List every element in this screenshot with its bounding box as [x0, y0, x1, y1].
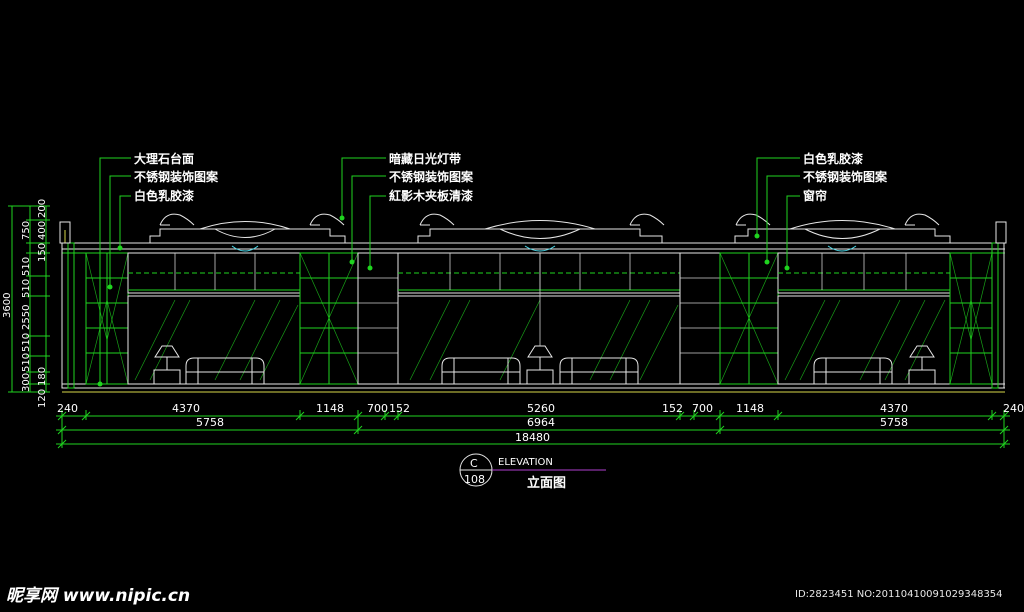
title-number: 108 [464, 473, 485, 486]
dim-5758-right: 5758 [880, 416, 908, 429]
dim-vert-510-b: 510 [21, 279, 32, 298]
right-end-column [991, 221, 1007, 389]
watermark-id: ID:2823451 NO:20110410091029348354 [795, 589, 1003, 600]
label-hidden-light-strip: 暗藏日光灯带 [389, 151, 461, 166]
dim-700-right: 700 [692, 402, 713, 415]
dim-5260: 5260 [527, 402, 555, 415]
left-pier [357, 252, 399, 385]
dim-152-right: 152 [662, 402, 683, 415]
dim-1148-right: 1148 [736, 402, 764, 415]
title-block: C 108 ELEVATION 立面图 [459, 453, 606, 491]
dim-vert-2550: 2550 [21, 305, 32, 330]
watermark: 昵享网 www.nipic.cn ID:2823451 NO:201104100… [6, 586, 1003, 606]
label-steel-pattern-center: 不锈钢装饰图案 [389, 169, 474, 184]
watermark-logo: 昵享网 www.nipic.cn [6, 586, 190, 606]
dim-vert-300: 300 [21, 373, 32, 392]
dim-vert-510-c: 510 [21, 333, 32, 352]
vertical-dimensions: 3600 200 400 750 150 510 510 2550 510 51… [2, 199, 50, 408]
label-redwood-veneer: 紅影木夹板清漆 [389, 188, 473, 203]
dim-4370-right: 4370 [880, 402, 908, 415]
dim-240-left: 240 [57, 402, 78, 415]
horizontal-dimensions: 240 4370 1148 700 152 5260 152 700 1148 … [56, 402, 1024, 449]
dim-vertical-3600: 3600 [2, 293, 13, 318]
dim-700-left: 700 [367, 402, 388, 415]
label-curtain: 窗帘 [803, 188, 827, 203]
dim-4370-left: 4370 [172, 402, 200, 415]
dim-vert-120: 120 [37, 389, 48, 408]
left-end-column [59, 221, 75, 389]
dim-152-left: 152 [389, 402, 410, 415]
dim-vert-750: 750 [21, 221, 32, 240]
dim-5758-left: 5758 [196, 416, 224, 429]
label-marble-countertop: 大理石台面 [134, 151, 194, 166]
dim-vert-200: 200 [37, 199, 48, 218]
label-steel-pattern-right: 不锈钢装饰图案 [803, 169, 888, 184]
label-white-latex-left: 白色乳胶漆 [134, 188, 194, 203]
title-letter: C [470, 457, 478, 470]
title-english: ELEVATION [498, 457, 553, 468]
dim-vert-150: 150 [37, 243, 48, 262]
dim-6964: 6964 [527, 416, 555, 429]
dim-240-right: 240 [1003, 402, 1024, 415]
label-white-latex-right: 白色乳胶漆 [803, 151, 863, 166]
right-bay [719, 252, 993, 385]
right-pier [679, 252, 721, 385]
dim-vert-510-d: 510 [21, 353, 32, 372]
ceiling-ornaments [149, 213, 951, 252]
dim-vert-510-a: 510 [21, 257, 32, 276]
left-bay [85, 252, 359, 385]
annotation-labels: 大理石台面 不锈钢装饰图案 白色乳胶漆 暗藏日光灯带 不锈钢装饰图案 紅影木夹板… [134, 151, 888, 203]
dim-vert-400: 400 [37, 221, 48, 240]
label-steel-pattern-left: 不锈钢装饰图案 [134, 169, 219, 184]
title-chinese: 立面图 [527, 475, 566, 491]
dim-vert-180: 180 [37, 367, 48, 386]
dim-total-18480: 18480 [515, 431, 550, 444]
dim-1148-left: 1148 [316, 402, 344, 415]
center-bay [397, 252, 681, 385]
annotation-leaders [97, 157, 800, 387]
